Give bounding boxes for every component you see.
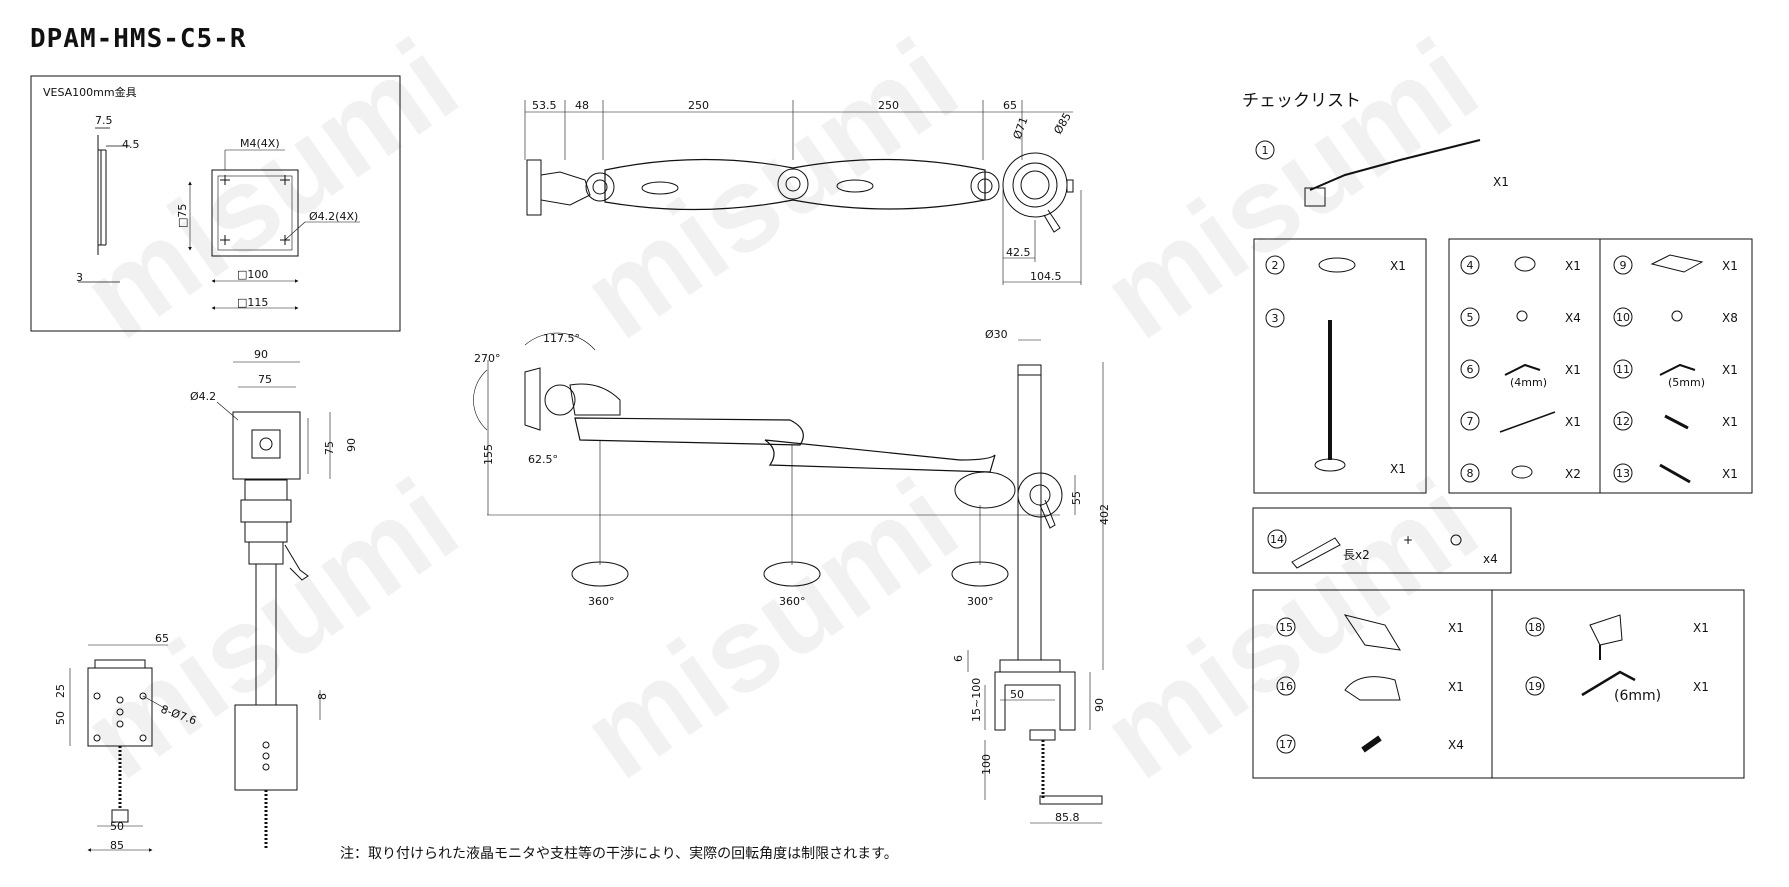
dim-text: 55 [1070, 491, 1083, 505]
page-title: DPAM-HMS-C5-R [30, 24, 247, 54]
dim-text: 50 [1010, 688, 1024, 701]
dim-text: 75 [258, 373, 272, 386]
item-qty: X1 [1693, 680, 1709, 694]
dim-text: 100 [980, 754, 993, 775]
dim-text: 65 [155, 632, 169, 645]
dim-text: 360° [779, 595, 806, 608]
dim-text: 42.5 [1006, 246, 1031, 259]
dim-text: 65 [1003, 99, 1017, 112]
dim-text: 50 [110, 820, 124, 833]
item-label: (6mm) [1614, 688, 1661, 704]
dim-text: 4.5 [122, 138, 140, 151]
item-number: 9 [1620, 259, 1627, 272]
dim-text: 300° [967, 595, 994, 608]
vesa-label: VESA100mm金具 [43, 85, 137, 99]
item-qty: X4 [1565, 311, 1581, 325]
item-number: 6 [1467, 363, 1474, 376]
dim-text: □115 [237, 296, 268, 309]
dim-text: 117.5° [543, 332, 580, 345]
item-number: 19 [1528, 680, 1542, 693]
dim-text: □100 [237, 268, 268, 281]
dim-text: Ø85 [1051, 110, 1074, 136]
dim-text: Ø4.2(4X) [309, 210, 358, 223]
dim-text: 50 [54, 711, 67, 725]
dim-text: 360° [588, 595, 615, 608]
dim-text: □75 [176, 204, 189, 228]
footnote: 注：取り付けられた液晶モニタや支柱等の干渉により、実際の回転角度は制限されます。 [340, 846, 898, 862]
dim-text: Ø30 [985, 328, 1008, 341]
item-qty: X1 [1493, 175, 1509, 189]
item-qty: X1 [1722, 259, 1738, 273]
dim-text: 250 [878, 99, 899, 112]
dim-text: M4(4X) [240, 137, 280, 150]
item-qty: X1 [1693, 621, 1709, 635]
item-qty: X1 [1722, 363, 1738, 377]
item-number: 7 [1467, 415, 1474, 428]
dim-text: 53.5 [532, 99, 557, 112]
checklist: チェックリスト 1 X1 2 X1 3 X1 4 X1 [1242, 91, 1753, 779]
item-qty: X1 [1390, 259, 1406, 273]
top-view: 53.5 48 250 250 65 Ø71 Ø85 [524, 99, 1082, 285]
dim-text: Ø71 [1011, 115, 1031, 141]
item-qty: X1 [1565, 415, 1581, 429]
item-number: 16 [1279, 680, 1293, 693]
item-qty: X4 [1448, 738, 1464, 752]
item-label: (5mm) [1668, 376, 1705, 389]
item-qty: X8 [1722, 311, 1738, 325]
dim-text: 8-Ø7.6 [159, 703, 198, 728]
item-qty: X1 [1722, 415, 1738, 429]
checklist-title: チェックリスト [1242, 91, 1361, 111]
item-number: 1 [1262, 144, 1269, 157]
item-number: 12 [1616, 415, 1630, 428]
item-number: 2 [1272, 259, 1279, 272]
dim-text: 6 [952, 655, 965, 662]
front-view: 90 75 Ø4.2 75 90 8 [190, 348, 358, 850]
dim-text: 270° [474, 352, 501, 365]
item-number: 3 [1272, 312, 1279, 325]
item-label: (4mm) [1510, 376, 1547, 389]
item-number: 11 [1616, 363, 1630, 376]
dim-text: 90 [1093, 698, 1106, 712]
side-view: 117.5° 270° 155 62.5° 360° 360 [473, 328, 1111, 824]
item-qty: X1 [1565, 363, 1581, 377]
item-number: 8 [1467, 467, 1474, 480]
item-number: 17 [1279, 738, 1293, 751]
dim-text: 250 [688, 99, 709, 112]
dim-text: 104.5 [1030, 270, 1062, 283]
item-qty: X1 [1565, 259, 1581, 273]
vesa-detail: VESA100mm金具 7.5 4.5 3 M4(4X) [30, 75, 401, 332]
dim-text: 48 [575, 99, 589, 112]
dim-text: 15~100 [970, 678, 983, 722]
dim-text: 155 [482, 444, 495, 465]
item-qty: X1 [1448, 680, 1464, 694]
item-number: 5 [1467, 311, 1474, 324]
dim-text: Ø4.2 [190, 390, 216, 403]
item-label: 長x2 [1343, 548, 1370, 562]
dim-text: 3 [76, 271, 83, 284]
dim-text: 90 [345, 438, 358, 452]
item-number: 13 [1616, 467, 1630, 480]
item-qty: X1 [1722, 467, 1738, 481]
item-qty: X2 [1565, 467, 1581, 481]
item-qty: X1 [1390, 462, 1406, 476]
item-qty: X1 [1448, 621, 1464, 635]
item-number: 15 [1279, 621, 1293, 634]
dim-text: 85.8 [1055, 811, 1080, 824]
dim-text: 62.5° [528, 453, 558, 466]
item-plus: + [1403, 533, 1413, 547]
dim-text: 90 [254, 348, 268, 361]
dim-text: 85 [110, 839, 124, 852]
dim-text: 8 [316, 693, 329, 700]
item-number: 10 [1616, 311, 1630, 324]
dim-text: 7.5 [95, 114, 113, 127]
item-number: 4 [1467, 259, 1474, 272]
item-qty: x4 [1483, 552, 1498, 566]
dim-text: 402 [1098, 504, 1111, 525]
clamp-front-view: 65 25 50 8-Ø7.6 50 85 [54, 632, 198, 852]
dim-text: 75 [323, 441, 336, 455]
dim-text: 25 [54, 684, 67, 698]
item-number: 14 [1270, 533, 1284, 546]
item-number: 18 [1528, 621, 1542, 634]
